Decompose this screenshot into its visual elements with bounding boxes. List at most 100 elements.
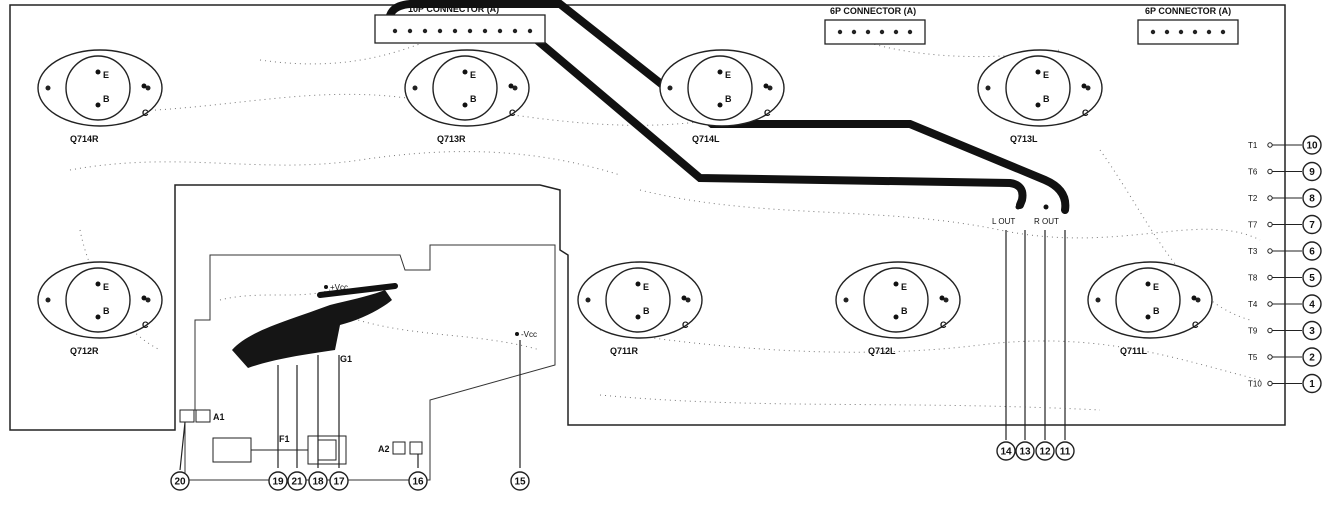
emitter-label: E: [901, 282, 907, 292]
terminal-label: T2: [1248, 194, 1258, 203]
base-label: B: [1153, 306, 1160, 316]
collector-label: C: [142, 320, 149, 330]
collector-label: C: [940, 320, 947, 330]
wire-l-out: [521, 26, 1027, 209]
connector-label: 10P CONNECTOR (A): [408, 4, 499, 14]
collector-label: C: [1082, 108, 1089, 118]
connector-6p-right: 6P CONNECTOR (A): [1137, 6, 1239, 45]
terminal-number: 5: [1309, 273, 1315, 284]
terminal-number: 4: [1309, 300, 1315, 311]
vcc-pos-label: +Vcc: [330, 283, 348, 292]
callout-number: 17: [333, 477, 345, 488]
terminal-label: T7: [1248, 221, 1258, 230]
terminal-t6: T6 9: [1248, 161, 1322, 182]
terminal-number: 1: [1309, 379, 1315, 390]
collector-label: C: [509, 108, 516, 118]
callout-number: 13: [1019, 447, 1031, 458]
terminal-label: T4: [1248, 300, 1258, 309]
callout-leaders: [179, 230, 1066, 471]
terminal-number: 9: [1309, 167, 1315, 178]
transistor-q712r: E B C Q712R: [37, 261, 163, 356]
collector-label: C: [764, 108, 771, 118]
a1-label: A1: [213, 412, 225, 422]
terminal-number: 8: [1309, 194, 1315, 205]
terminal-label: T9: [1248, 327, 1258, 336]
terminal-label: T10: [1248, 380, 1262, 389]
transistor-group: EBCQ714REBCQ713REBCQ714LEBCQ713LEBCQ712R…: [37, 49, 1213, 356]
emitter-label: E: [725, 70, 731, 80]
transistor-label: Q711L: [1120, 346, 1148, 356]
emitter-label: E: [1043, 70, 1049, 80]
g1-label: G1: [340, 354, 352, 364]
transistor-q712l: E B C Q712L: [835, 261, 961, 356]
base-label: B: [470, 94, 477, 104]
transistor-label: Q713L: [1010, 134, 1038, 144]
terminal-number: 6: [1309, 247, 1315, 258]
board-outline: [9, 4, 1286, 431]
callout-19: 19: [268, 471, 288, 491]
base-label: B: [643, 306, 650, 316]
transistor-label: Q714L: [692, 134, 720, 144]
terminal-label: T5: [1248, 353, 1258, 362]
callout-17: 17: [329, 471, 349, 491]
base-label: B: [1043, 94, 1050, 104]
callout-16: 16: [408, 471, 428, 491]
terminal-label: T1: [1248, 141, 1258, 150]
terminal-number: 2: [1309, 353, 1315, 364]
terminal-t2: T2 8: [1248, 188, 1322, 208]
f1-label: F1: [279, 434, 290, 444]
r-out-label: R OUT: [1034, 217, 1059, 226]
vcc-neg-label: -Vcc: [521, 330, 537, 339]
terminal-t1: T1 10: [1248, 135, 1322, 155]
callout-number: 11: [1060, 447, 1071, 458]
terminal-t9: T9 3: [1248, 320, 1322, 341]
callout-number: 21: [291, 477, 303, 488]
callout-number: 12: [1039, 447, 1051, 458]
emitter-label: E: [103, 282, 109, 292]
terminal-t7: T7 7: [1248, 214, 1322, 235]
terminal-t5: T5 2: [1248, 347, 1322, 367]
terminal-number: 10: [1306, 141, 1318, 152]
connector-6p-center: 6P CONNECTOR (A): [824, 6, 926, 45]
callout-18: 18: [308, 471, 328, 491]
terminal-label: T6: [1248, 168, 1258, 177]
terminal-t10: T10 1: [1248, 373, 1322, 394]
transistor-label: Q714R: [70, 134, 99, 144]
base-label: B: [103, 306, 110, 316]
terminal-number: 7: [1309, 220, 1315, 231]
callout-21: 21: [287, 471, 307, 491]
terminal-t8: T8 5: [1248, 267, 1322, 288]
emitter-label: E: [103, 70, 109, 80]
terminal-t4: T4 4: [1248, 294, 1322, 314]
base-label: B: [901, 306, 908, 316]
callout-12: 12: [1035, 441, 1055, 461]
callout-20: 20: [170, 471, 190, 491]
transistor-label: Q712R: [70, 346, 99, 356]
a2-label: A2: [378, 444, 390, 454]
callout-number: 15: [514, 477, 526, 488]
emitter-label: E: [643, 282, 649, 292]
transistor-q713l: E B C Q713L: [977, 49, 1103, 144]
terminal-label: T8: [1248, 274, 1258, 283]
transistor-q714l: E B C Q714L: [659, 49, 785, 144]
callout-14: 14: [996, 441, 1016, 461]
transistor-label: Q711R: [610, 346, 639, 356]
callout-15: 15: [510, 471, 530, 491]
transistor-label: Q712L: [868, 346, 896, 356]
callout-number: 16: [412, 477, 424, 488]
collector-label: C: [142, 108, 149, 118]
terminal-number: 3: [1309, 326, 1315, 337]
callout-number: 18: [312, 477, 324, 488]
callout-number: 20: [174, 477, 186, 488]
callout-13: 13: [1015, 441, 1035, 461]
base-label: B: [725, 94, 732, 104]
connector-label: 6P CONNECTOR (A): [1145, 6, 1231, 16]
base-label: B: [103, 94, 110, 104]
connector-10p: 10P CONNECTOR (A): [374, 4, 546, 44]
